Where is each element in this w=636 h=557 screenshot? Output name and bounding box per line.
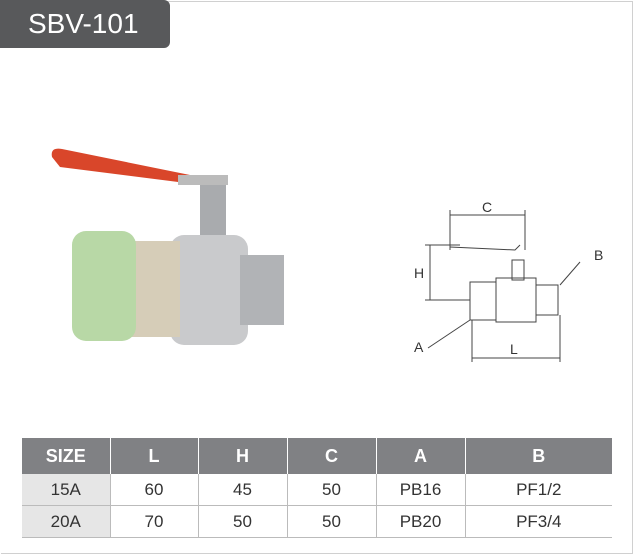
header-a: A (375, 438, 465, 474)
header-size: SIZE (22, 438, 110, 474)
cell: 45 (197, 474, 287, 506)
label-b: B (594, 247, 603, 263)
table-header: SIZE L H C A B (22, 438, 612, 474)
cell: 50 (286, 474, 376, 506)
header-b: B (464, 438, 612, 474)
label-l: L (510, 341, 518, 357)
cell: PF1/2 (464, 474, 612, 506)
label-h: H (414, 265, 424, 281)
dimension-diagram: C H A B L (414, 199, 603, 362)
cell: PB16 (375, 474, 465, 506)
header-c: C (286, 438, 376, 474)
cell: PB20 (375, 505, 465, 538)
cell: 50 (286, 505, 376, 538)
table-row: 20A 70 50 50 PB20 PF3/4 (22, 505, 612, 538)
cell: 15A (22, 474, 110, 506)
cell: PF3/4 (464, 505, 612, 538)
cell: 20A (22, 505, 110, 538)
table-row: 15A 60 45 50 PB16 PF1/2 (22, 474, 612, 506)
label-a: A (414, 339, 424, 355)
header-l: L (109, 438, 198, 474)
cell: 60 (109, 474, 198, 506)
header-h: H (197, 438, 287, 474)
product-photo (51, 148, 284, 345)
cell: 50 (197, 505, 287, 538)
label-c: C (482, 199, 492, 215)
cell: 70 (109, 505, 198, 538)
product-title: SBV-101 (0, 0, 170, 48)
spec-table: SIZE L H C A B 15A 60 45 50 PB16 PF1/2 2… (22, 438, 612, 538)
